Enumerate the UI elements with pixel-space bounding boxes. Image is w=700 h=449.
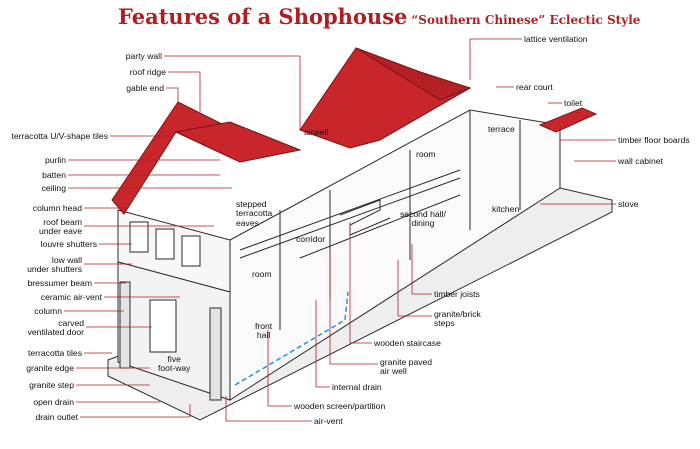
label-granite-paved-air-well: granite paved air well (380, 357, 433, 377)
front-roof-slope (174, 121, 302, 163)
label-louvre-shutters: louvre shutters (40, 239, 97, 249)
label-column-head: column head (32, 203, 82, 213)
rear-canopy (538, 107, 598, 133)
leader-air-vent (225, 396, 312, 422)
label-batten: batten (42, 170, 66, 180)
title-main: Features of a Shophouse (118, 4, 408, 29)
rear-roof-slope (355, 47, 472, 101)
air-vent-line (234, 291, 349, 386)
column-right (209, 307, 222, 401)
wooden-staircase (339, 199, 391, 236)
label-carved-door: carved ventilated door (27, 318, 84, 338)
label-party-wall: party wall (125, 51, 162, 61)
leader-timber-joists (411, 244, 432, 295)
leader-wooden-staircase (349, 222, 372, 344)
label-gable-end: gable end (126, 83, 164, 93)
label-rear-court: rear court (516, 82, 553, 92)
label-open-drain: open drain (33, 397, 74, 407)
label-room-upper: room (416, 149, 436, 159)
label-toilet: toilet (564, 98, 583, 108)
label-five-foot-way: five foot-way (158, 354, 191, 374)
label-second-hall: second hall/ dining (400, 209, 446, 229)
front-roof (111, 101, 251, 215)
label-airwell: airwell (304, 127, 329, 137)
label-wooden-screen: wooden screen/partition (294, 401, 386, 411)
label-corridor: corridor (296, 234, 326, 244)
leader-granite-air-well (329, 250, 378, 365)
column-left (119, 281, 131, 369)
label-wall-cabinet: wall cabinet (618, 156, 663, 166)
leader-granite-steps (397, 260, 432, 317)
label-lattice-ventilation: lattice ventilation (524, 34, 588, 44)
louvre-shutter-1 (129, 221, 149, 253)
label-bressumer-beam: bressumer beam (27, 278, 92, 288)
label-room-lower: room (252, 269, 272, 279)
title-sub: “Southern Chinese” Eclectic Style (411, 13, 641, 27)
label-wooden-staircase: wooden staircase (374, 338, 441, 348)
label-timber-joists: timber joists (434, 289, 480, 299)
leader-drain-outlet (80, 404, 191, 418)
leader-wooden-screen (267, 330, 292, 407)
leader-party-wall (164, 55, 301, 130)
diagram-title: Features of a Shophouse “Southern Chines… (118, 4, 640, 29)
label-terracotta-tiles: terracotta tiles (28, 348, 82, 358)
leader-internal-drain (315, 300, 330, 388)
label-purlin: purlin (44, 155, 66, 165)
label-ceramic-air-vent: ceramic air-vent (40, 292, 102, 302)
label-air-vent: air-vent (314, 416, 343, 426)
side-wall (229, 109, 561, 401)
label-front-hall: front hall (255, 321, 273, 341)
label-drain-outlet: drain outlet (35, 412, 78, 422)
label-roof-ridge: roof ridge (129, 67, 166, 77)
louvre-shutter-2 (155, 228, 175, 260)
label-granite-step: granite step (29, 380, 74, 390)
label-kitchen: kitchen (492, 204, 520, 214)
label-stove: stove (618, 199, 639, 209)
leader-gable-end (166, 87, 179, 104)
leader-roof-ridge (168, 71, 201, 112)
label-roof-beam: roof beam under eave (38, 217, 82, 237)
leader-lattice (469, 38, 522, 80)
label-granite-edge: granite edge (26, 363, 74, 373)
label-low-wall: low wall under shutters (27, 255, 82, 275)
label-terracotta-roof-tiles: terracotta U/V-shape tiles (11, 131, 109, 141)
label-internal-drain: internal drain (332, 382, 382, 392)
label-ceiling: ceiling (41, 183, 66, 193)
carved-door (149, 299, 177, 353)
label-terrace: terrace (488, 124, 515, 134)
louvre-shutter-3 (181, 235, 201, 267)
label-granite-brick-steps: granite/brick steps (434, 309, 481, 329)
label-column: column (34, 306, 62, 316)
label-timber-floor-boards: timber floor boards (618, 135, 690, 145)
label-stepped-eaves: stepped terracotta eaves (236, 199, 273, 228)
